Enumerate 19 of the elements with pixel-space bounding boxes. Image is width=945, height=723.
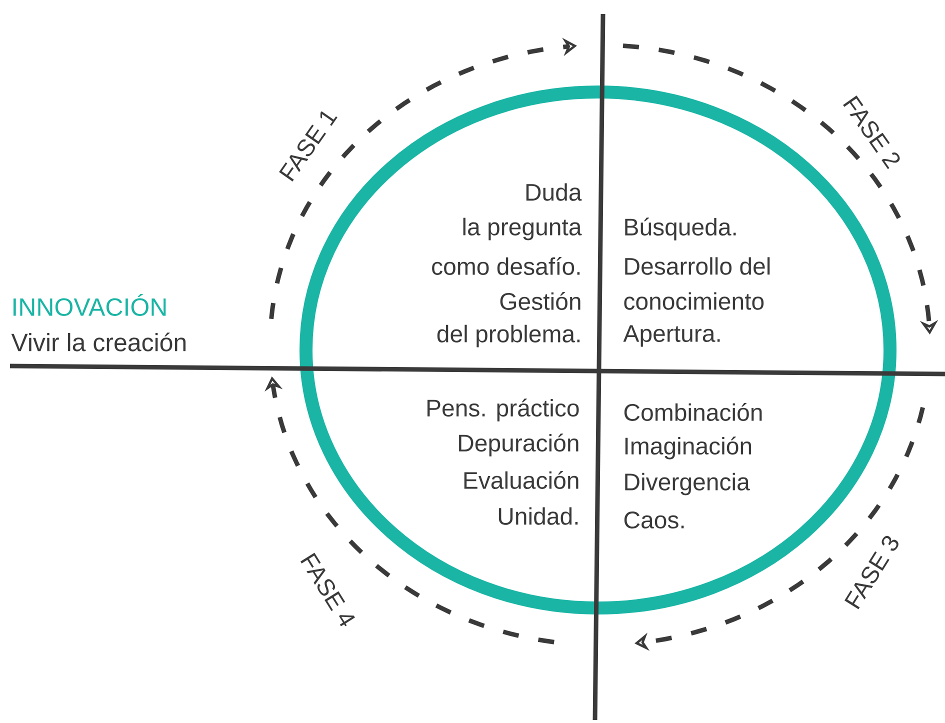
quadrant-text: Combinación xyxy=(624,403,762,421)
quadrant-text: Gestión xyxy=(500,292,580,310)
quadrant-text: Búsqueda. xyxy=(625,218,736,240)
title-text: INNOVACIÓN xyxy=(14,294,166,316)
quadrant-text: Duda xyxy=(526,183,582,201)
quadrant-text: Divergencia xyxy=(625,472,750,496)
quadrant-text: Imaginación xyxy=(625,436,752,460)
quadrant-text: conocimiento xyxy=(624,292,764,310)
quadrant-text: como desafío. xyxy=(432,257,580,275)
quadrant-text: Evaluación xyxy=(464,471,578,489)
quadrant-text: Unidad. xyxy=(498,507,578,525)
quadrant-text: la pregunta xyxy=(463,218,582,240)
quadrant-text: Depuración xyxy=(459,434,578,456)
quadrant-text: del problema. xyxy=(437,324,580,348)
subtitle-text: Vivir la creación xyxy=(11,332,186,352)
quadrant-text: Caos. xyxy=(624,512,684,528)
quadrant-text: Pens. práctico xyxy=(427,398,579,422)
quadrant-text: Desarrollo del xyxy=(625,257,770,275)
quadrant-text: Apertura. xyxy=(623,325,720,347)
